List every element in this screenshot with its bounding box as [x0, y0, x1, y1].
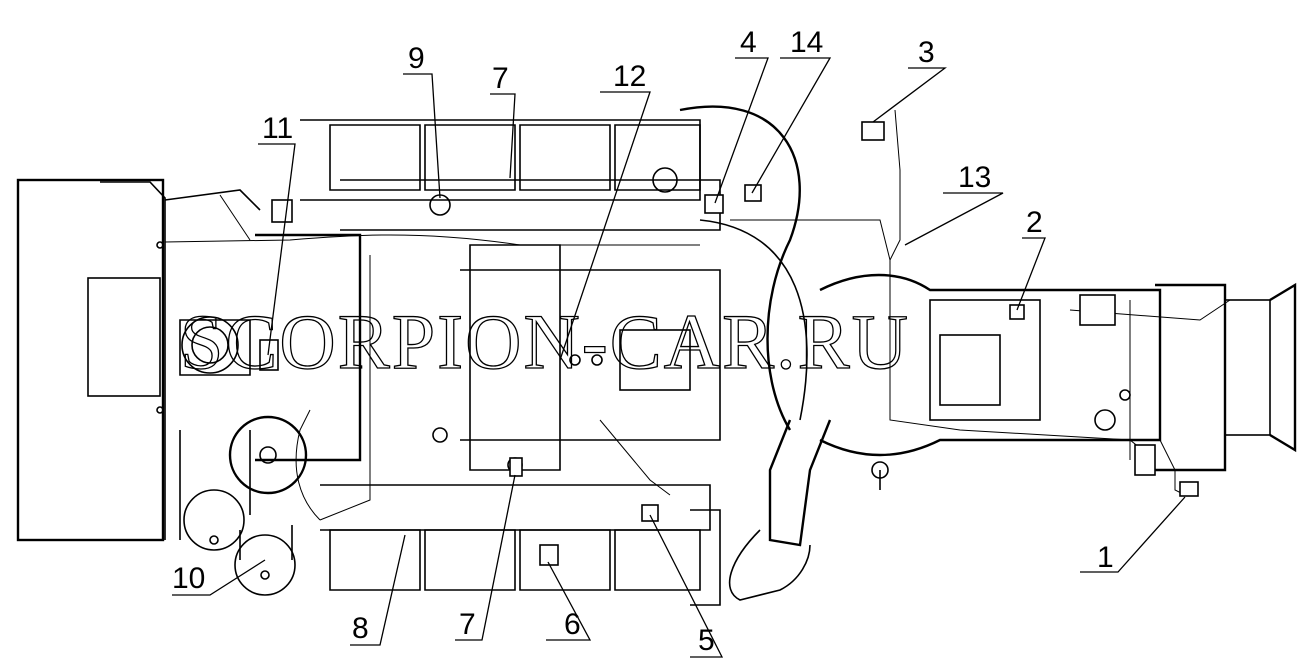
callout-14: 14 — [790, 26, 823, 59]
callout-5: 5 — [698, 624, 715, 657]
callout-10: 10 — [172, 562, 205, 595]
watermark-text: SCORPION-CAR.RU — [180, 298, 910, 385]
callout-6: 6 — [564, 608, 581, 641]
callout-12: 12 — [613, 60, 646, 93]
callout-3: 3 — [918, 36, 935, 69]
callout-7-top: 7 — [492, 62, 509, 95]
callout-labels: 1 2 3 4 5 6 7 7 8 9 10 11 12 13 14 — [172, 26, 1114, 657]
callout-11: 11 — [262, 112, 293, 145]
callout-13: 13 — [958, 161, 991, 194]
callout-9: 9 — [408, 42, 425, 75]
callout-2: 2 — [1026, 206, 1043, 239]
callout-leaders — [172, 57, 1186, 658]
callout-1: 1 — [1097, 541, 1114, 574]
front-pulleys — [179, 316, 308, 596]
callout-4: 4 — [740, 26, 757, 59]
radiator-assembly — [16, 178, 261, 542]
wiring-harness — [164, 109, 1231, 521]
exhaust-duct — [679, 105, 832, 606]
callout-7-bottom: 7 — [459, 608, 476, 641]
callout-8: 8 — [352, 612, 369, 645]
